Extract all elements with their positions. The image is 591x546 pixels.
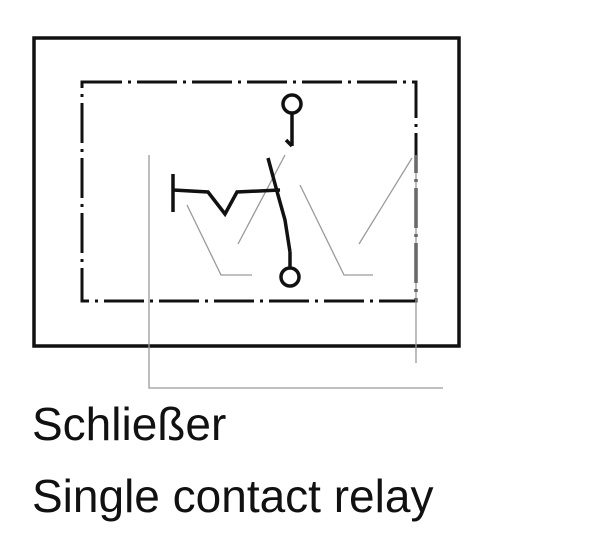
actuator-linkage xyxy=(172,188,281,218)
leader-line-right-diagonal xyxy=(358,157,413,245)
switch-blade xyxy=(266,157,292,253)
leader-line-terminal xyxy=(148,155,443,389)
leader-line-blade xyxy=(237,154,286,245)
contact-terminal-bottom xyxy=(279,252,301,288)
leader-lines xyxy=(148,154,443,389)
caption-german: Schließer xyxy=(32,398,227,450)
terminal-circle-icon xyxy=(279,266,301,288)
terminal-circle-icon xyxy=(281,93,303,115)
outer-frame xyxy=(32,36,461,348)
caption-english: Single contact relay xyxy=(32,470,434,522)
leader-line-actuator-left xyxy=(186,204,252,276)
leader-line-actuator-right xyxy=(299,184,373,276)
contact-terminal-top xyxy=(281,93,303,148)
actuator-mechanism xyxy=(171,174,281,218)
